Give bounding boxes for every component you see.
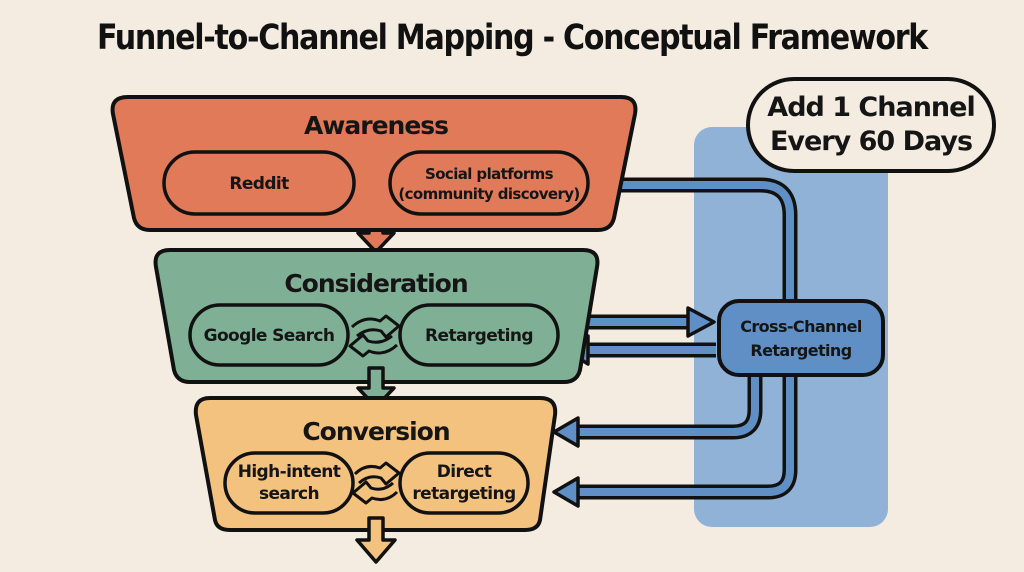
- connector-hub-to-conversion-bottom: [575, 372, 798, 500]
- connector-hub-to-conversion-top: [575, 372, 763, 440]
- stage-title-conversion: Conversion: [302, 417, 449, 446]
- channel-label-line-1: High-intent: [238, 462, 341, 482]
- channel-direct-retargeting: Direct retargeting: [398, 451, 530, 515]
- cross-channel-hub: Cross-Channel Retargeting: [717, 299, 885, 377]
- channel-label-line-1: Direct: [437, 462, 492, 482]
- channel-reddit: Reddit: [162, 150, 356, 216]
- diagram-title: Funnel-to-Channel Mapping - Conceptual F…: [96, 18, 928, 58]
- callout-line-2: Every 60 Days: [770, 126, 972, 157]
- channel-high-intent-search: High-intent search: [223, 451, 355, 515]
- callout-bubble: Add 1 Channel Every 60 Days: [746, 77, 996, 173]
- hub-line-2: Retargeting: [750, 341, 851, 360]
- arrowhead-to-conversion-top-icon: [552, 416, 580, 448]
- channel-label-line-1: Social platforms: [425, 165, 554, 183]
- channel-label-line-2: (community discovery): [398, 185, 579, 203]
- channel-label: Reddit: [229, 174, 289, 194]
- channel-label: Google Search: [204, 326, 335, 346]
- swap-arrows-icon: [348, 314, 401, 358]
- channel-retargeting: Retargeting: [398, 303, 560, 367]
- channel-google-search: Google Search: [188, 303, 350, 367]
- hub-line-1: Cross-Channel: [740, 317, 862, 336]
- channel-label: Retargeting: [425, 326, 533, 346]
- stage-title-consideration: Consideration: [284, 269, 467, 298]
- arrowhead-to-conversion-bottom-icon: [552, 476, 580, 508]
- channel-label-line-2: retargeting: [412, 484, 515, 504]
- stage-title-awareness: Awareness: [304, 111, 448, 140]
- arrowhead-to-hub-icon: [686, 306, 716, 338]
- flow-arrow-conversion-exit-icon: [355, 516, 397, 564]
- stage-awareness: Awareness Reddit Social platforms (commu…: [110, 95, 638, 232]
- stage-conversion: Conversion High-intent search Direct ret…: [193, 396, 558, 532]
- stage-consideration: Consideration Google Search Retargeting: [153, 248, 600, 384]
- channel-label-line-2: search: [259, 484, 319, 504]
- connector-social-to-hub: [588, 177, 798, 306]
- channel-social-platforms: Social platforms (community discovery): [388, 150, 590, 216]
- callout-line-1: Add 1 Channel: [767, 92, 974, 123]
- swap-arrows-icon: [351, 461, 401, 505]
